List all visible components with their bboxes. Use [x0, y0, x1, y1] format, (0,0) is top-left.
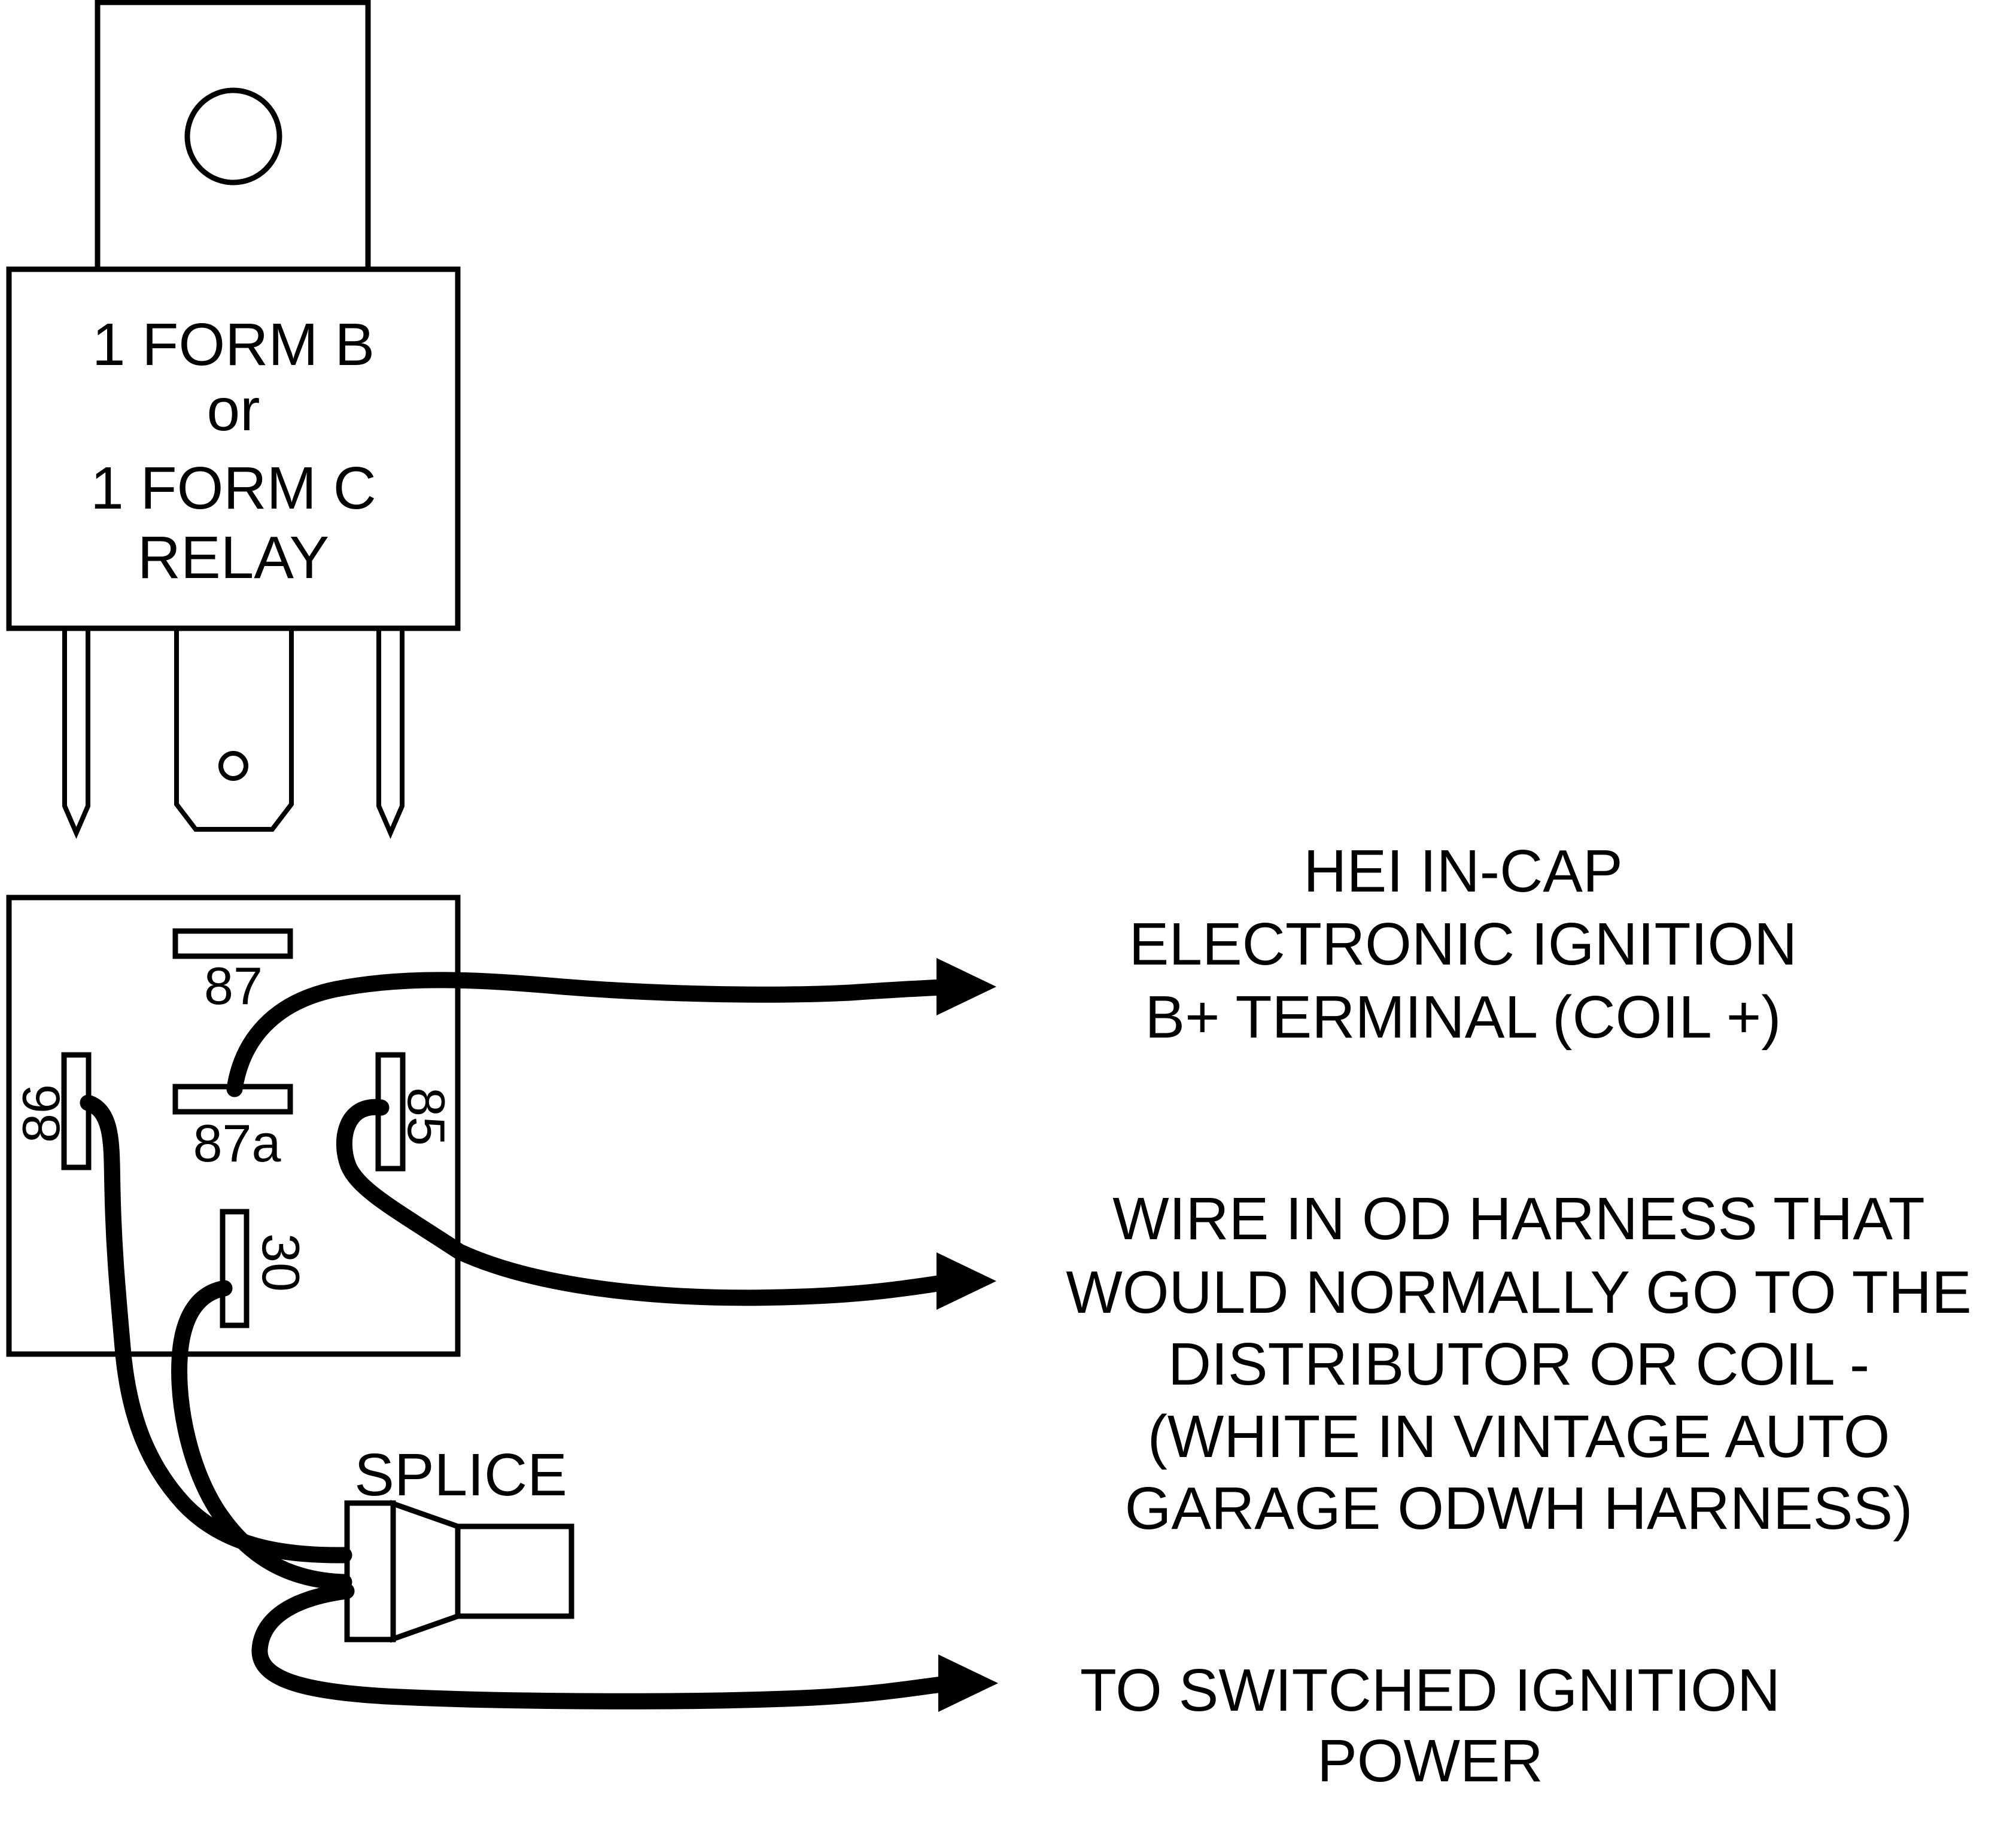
- relay-body-label-line-3: 1 FORM C: [90, 455, 376, 522]
- annotation-hei-ignition: HEI IN-CAP ELECTRONIC IGNITION B+ TERMIN…: [1129, 838, 1798, 1051]
- wire-splice-to-ignition: [251, 1583, 950, 1710]
- terminal-30-label: 30: [251, 1233, 311, 1292]
- splice-label: SPLICE: [354, 1441, 567, 1508]
- terminal-85-label: 85: [397, 1087, 456, 1146]
- splice-barrel: [455, 1523, 574, 1619]
- annotation-od-harness-line-3: DISTRIBUTOR OR COIL -: [1168, 1331, 1869, 1398]
- annotation-od-harness-line-4: (WHITE IN VINTAGE AUTO: [1148, 1403, 1890, 1470]
- blade-hole-icon: [218, 751, 248, 781]
- pinout-box: [6, 895, 461, 1357]
- annotation-od-harness-line-2: WOULD NORMALLY GO TO THE: [1066, 1259, 1971, 1326]
- relay-side-view: 1 FORM B or 1 FORM C RELAY: [6, 0, 461, 840]
- annotations: HEI IN-CAP ELECTRONIC IGNITION B+ TERMIN…: [1066, 838, 1971, 1794]
- annotation-od-harness: WIRE IN OD HARNESS THAT WOULD NORMALLY G…: [1066, 1185, 1971, 1542]
- hei-arrowhead-icon: [936, 958, 996, 1015]
- annotation-od-harness-line-5: GARAGE ODWH HARNESS): [1125, 1475, 1913, 1542]
- relay-pin-center-blade: [174, 626, 294, 832]
- ignition-arrowhead-icon: [938, 1654, 998, 1712]
- annotation-switched-power: TO SWITCHED IGNITION POWER: [1080, 1657, 1780, 1794]
- relay-pin-right: [376, 626, 405, 840]
- annotation-od-harness-line-1: WIRE IN OD HARNESS THAT: [1112, 1185, 1925, 1252]
- annotation-hei-line-1: HEI IN-CAP: [1303, 838, 1622, 905]
- relay-pin-left: [62, 626, 90, 840]
- terminal-30: [220, 1209, 250, 1328]
- relay-body-label-line-1: 1 FORM B: [92, 311, 375, 378]
- splice-connector: SPLICE: [344, 1441, 574, 1643]
- terminal-87a-label: 87a: [193, 1114, 281, 1173]
- annotation-hei-line-2: ELECTRONIC IGNITION: [1129, 911, 1798, 978]
- annotation-switched-power-line-1: TO SWITCHED IGNITION: [1080, 1657, 1780, 1724]
- relay-body-label-line-4: RELAY: [138, 524, 330, 591]
- terminal-86-label: 86: [11, 1084, 71, 1143]
- annotation-switched-power-line-2: POWER: [1317, 1727, 1543, 1794]
- annotation-hei-line-3: B+ TERMINAL (COIL +): [1145, 984, 1781, 1051]
- wire-87a-to-hei: [226, 972, 951, 1097]
- relay-body-label-line-2: or: [207, 376, 260, 443]
- harness-arrowhead-icon: [936, 1252, 996, 1310]
- mounting-hole-icon: [184, 87, 282, 185]
- wire-85-to-harness: [336, 1099, 950, 1306]
- terminal-87: [172, 928, 293, 959]
- wires: [80, 958, 998, 1712]
- wire-30-to-splice: [171, 1280, 352, 1590]
- terminal-87-label: 87: [204, 956, 263, 1015]
